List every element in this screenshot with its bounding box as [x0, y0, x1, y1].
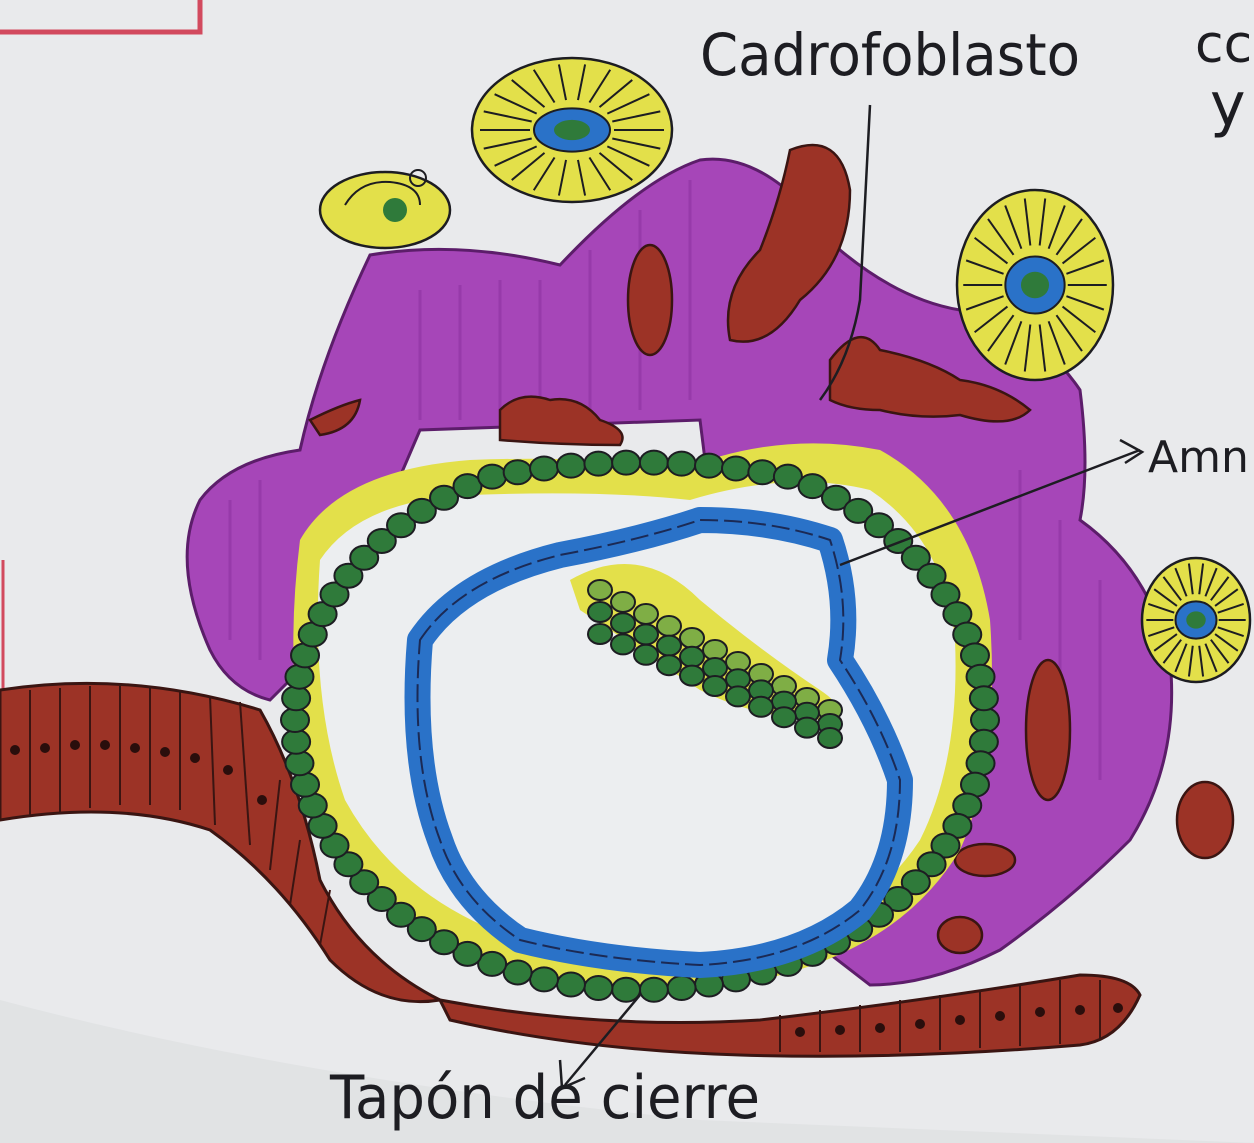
- cytotrophoblast-cell: [282, 730, 310, 754]
- rosette: [472, 58, 672, 202]
- label-top-right-partial-2: y: [1210, 70, 1246, 140]
- cytotrophoblast-cell: [961, 643, 989, 667]
- disc-cell: [657, 616, 681, 636]
- cytotrophoblast-cell: [640, 978, 668, 1002]
- rosette: [957, 190, 1113, 380]
- disc-cell: [680, 666, 704, 686]
- disc-cell: [795, 718, 819, 738]
- cytotrophoblast-cell: [971, 708, 999, 732]
- disc-cell: [611, 634, 635, 654]
- cytotrophoblast-cell: [695, 454, 723, 478]
- disc-cell: [611, 592, 635, 612]
- rosette-center: [554, 120, 590, 140]
- cytotrophoblast-cell: [970, 730, 998, 754]
- cytotrophoblast-cell: [282, 686, 310, 710]
- small-yellow-cell: [320, 170, 450, 248]
- cytotrophoblast-cell: [612, 451, 640, 475]
- cytotrophoblast-cell: [291, 773, 319, 797]
- cytotrophoblast-cell: [557, 454, 585, 478]
- cytotrophoblast-cell: [748, 460, 776, 484]
- disc-cell: [588, 624, 612, 644]
- disc-cell: [588, 580, 612, 600]
- rosette: [1142, 558, 1250, 682]
- rosette-center: [1021, 272, 1049, 299]
- disc-cell: [680, 628, 704, 648]
- cytotrophoblast-cell: [584, 452, 612, 476]
- cytotrophoblast-cell: [281, 708, 309, 732]
- disc-cell: [588, 602, 612, 622]
- rosette-center: [1186, 611, 1205, 628]
- disc-cell: [634, 624, 658, 644]
- label-amnion: Amn: [1148, 432, 1249, 483]
- disc-cell: [818, 728, 842, 748]
- cytotrophoblast-cell: [285, 751, 313, 775]
- disc-cell: [726, 686, 750, 706]
- disc-cell: [749, 697, 773, 717]
- disc-cell: [611, 613, 635, 633]
- cytotrophoblast-cell: [640, 451, 668, 475]
- cytotrophoblast-cell: [722, 457, 750, 481]
- cytotrophoblast-cell: [557, 973, 585, 997]
- label-top-right-partial-1: cc: [1195, 15, 1252, 75]
- cytotrophoblast-cell: [668, 976, 696, 1000]
- disc-cell: [634, 645, 658, 665]
- cytotrophoblast-cell: [584, 976, 612, 1000]
- disc-cell: [703, 676, 727, 696]
- cytotrophoblast-cell: [530, 457, 558, 481]
- disc-cell: [657, 655, 681, 675]
- cytotrophoblast-cell: [668, 452, 696, 476]
- disc-cell: [772, 707, 796, 727]
- cytotrophoblast-cell: [530, 967, 558, 991]
- label-cytotrophoblast: Cadrofoblasto: [700, 21, 1080, 89]
- cytotrophoblast-cell: [504, 460, 532, 484]
- cytotrophoblast-cell: [970, 686, 998, 710]
- cytotrophoblast-cell: [504, 960, 532, 984]
- cytotrophoblast-cell: [285, 665, 313, 689]
- cytotrophoblast-cell: [478, 465, 506, 489]
- disc-cell: [680, 647, 704, 667]
- cytotrophoblast-cell: [967, 751, 995, 775]
- cytotrophoblast-cell: [967, 665, 995, 689]
- label-closing-plug: Tapón de cierre: [329, 1063, 760, 1133]
- disc-cell: [657, 636, 681, 656]
- disc-cell: [634, 604, 658, 624]
